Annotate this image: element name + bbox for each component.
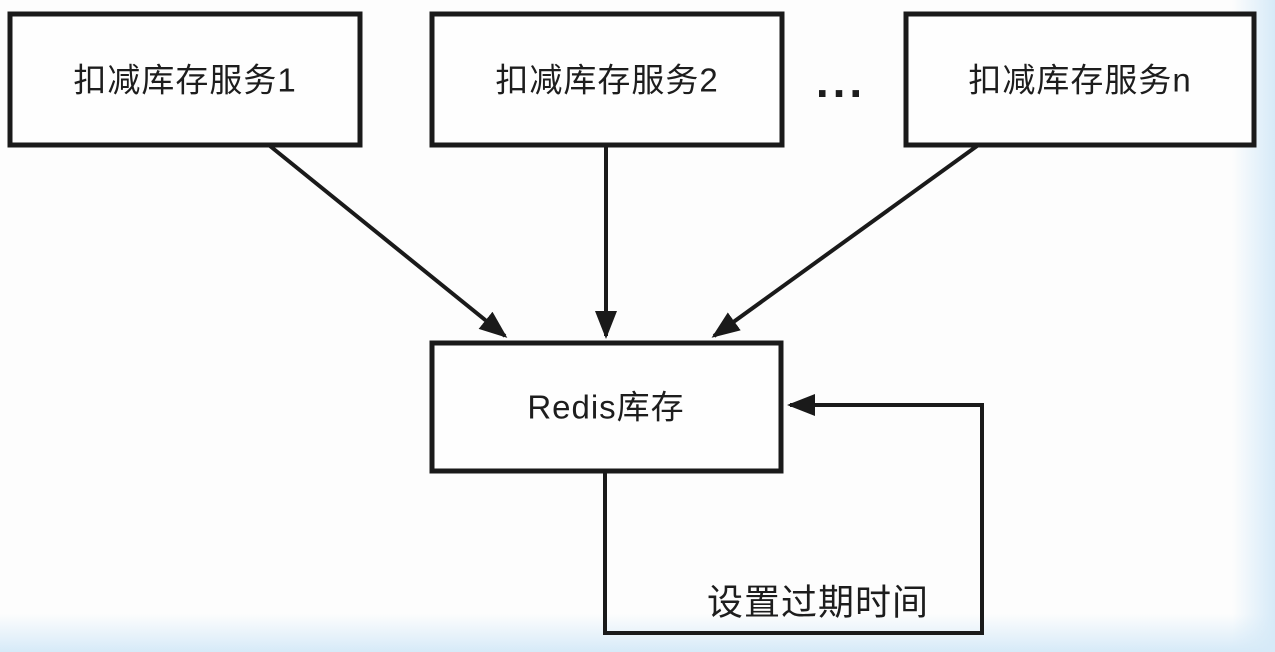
service1-node — [7, 11, 363, 148]
arrow-service1-to-redis — [268, 144, 508, 338]
ellipsis-label: ... — [816, 55, 866, 107]
servicen-label: 扣减库存服务n — [968, 62, 1191, 99]
service2-label: 扣减库存服务2 — [495, 62, 718, 99]
set-expire-time-label: 设置过期时间 — [707, 582, 929, 623]
arrow-servicen-to-redis — [711, 144, 979, 338]
redis-node — [429, 340, 784, 474]
service1-label: 扣减库存服务1 — [73, 62, 296, 99]
service2-node — [429, 11, 785, 148]
servicen-node — [903, 11, 1257, 148]
redis-label: Redis库存 — [527, 389, 684, 426]
loop-arrow-redis-set-expire — [603, 394, 984, 635]
